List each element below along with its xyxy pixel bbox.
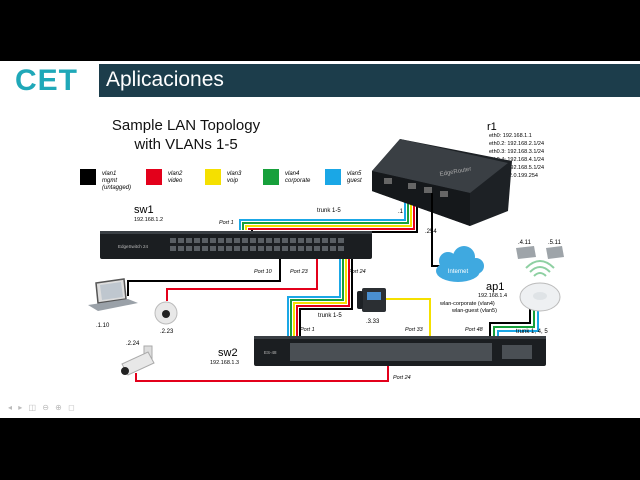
svg-text:EdgeRouter: EdgeRouter: [439, 166, 472, 177]
wifi-client-1-ip: .4.11: [518, 240, 532, 246]
r1-if2: eth0.3: 192.168.3.1/24: [489, 149, 544, 155]
cam2-ip: .2.24: [126, 341, 140, 347]
ap1-ssid2: wlan-guest (vlan5): [451, 308, 497, 314]
pc-ip: .1.10: [96, 323, 110, 329]
legend-vlan1-label: vlan1: [102, 171, 116, 177]
dome-camera-icon: [154, 301, 178, 325]
topology-diagram: Sample LAN Topology with VLANs 1-5 vlan1…: [80, 117, 564, 382]
slide: CET Aplicaciones Sample LAN Topology wit…: [0, 61, 640, 418]
wifi-client-2-icon: [546, 246, 564, 259]
logo-text: CET: [15, 64, 78, 97]
r1-router: EdgeRouter: [372, 139, 512, 226]
legend-vlan5-label: vlan5: [347, 171, 362, 177]
access-point-icon: [519, 282, 561, 312]
trunk-r1-sw1-label: trunk 1-5: [317, 208, 341, 214]
r1-port-label: .1: [398, 209, 404, 215]
ip-phone-icon: [357, 288, 386, 312]
cam2-cable: [135, 366, 389, 382]
wifi-client-2-ip: .5.11: [548, 240, 562, 246]
internet-label: Internet: [448, 269, 469, 275]
title-bar: [99, 64, 640, 97]
trunk-ap-cable: [489, 301, 539, 336]
trunk-ap-label: trunk 1, 4, 5: [516, 329, 548, 335]
pc-cable: [127, 259, 281, 296]
ap1-name: ap1: [486, 281, 504, 293]
phone-cable: [386, 298, 431, 336]
sw1-port24-label: Port 24: [348, 269, 366, 275]
r1-if1: eth0.2: 192.168.2.1/24: [489, 141, 544, 147]
wifi-client-1-icon: [516, 246, 536, 259]
vlan-legend: vlan1 mgmt (untagged) vlan2 video vlan3 …: [80, 169, 362, 191]
sw2-port33-label: Port 33: [405, 327, 424, 333]
svg-text:ES-48: ES-48: [264, 350, 277, 355]
sw1-name: sw1: [134, 204, 154, 216]
r1-if3: eth0.4: 192.168.4.1/24: [489, 157, 544, 163]
legend-swatch-vlan2: [146, 169, 162, 185]
legend-vlan4-desc: corporate: [285, 178, 311, 184]
legend-vlan2-label: vlan2: [168, 171, 183, 177]
legend-vlan3-desc: voip: [227, 178, 239, 184]
legend-swatch-vlan4: [263, 169, 279, 185]
wifi-icon: [525, 260, 555, 277]
diagram-heading-line1: Sample LAN Topology: [112, 117, 261, 134]
legend-swatch-vlan1: [80, 169, 96, 185]
legend-vlan3-label: vlan3: [227, 171, 242, 177]
r1-if5: eth1: 192.0.199.254: [489, 173, 538, 179]
sw2-name: sw2: [218, 347, 238, 359]
slide-controls[interactable]: ◂ ▸ ◫ ⊖ ⊕ ◻: [8, 403, 77, 412]
sw2-ip: 192.168.1.3: [210, 360, 239, 366]
sw1-switch: EdgeSwitch 24: [100, 231, 372, 259]
sw1-ip: 192.168.1.2: [134, 217, 163, 223]
internet-cloud-icon: [436, 246, 484, 282]
sw2-switch: ES-48: [254, 336, 546, 366]
ap1-ssid1: wlan-corporate (vlan4): [439, 301, 495, 307]
sw2-port48-label: Port 48: [465, 327, 484, 333]
legend-swatch-vlan3: [205, 169, 221, 185]
legend-vlan2-desc: video: [168, 178, 183, 184]
phone-ip: .3.33: [366, 319, 380, 325]
r1-wan-label: .254: [425, 229, 437, 235]
page-title: Aplicaciones: [106, 68, 224, 91]
ap1-ip: 192.168.1.4: [478, 293, 507, 299]
svg-text:EdgeSwitch 24: EdgeSwitch 24: [118, 244, 149, 249]
r1-if0: eth0: 192.168.1.1: [489, 133, 532, 139]
cet-logo: CET: [15, 66, 95, 96]
diagram-heading-line2: with VLANs 1-5: [133, 136, 237, 153]
bullet-camera-icon: [121, 345, 155, 376]
sw1-port23-label: Port 23: [290, 269, 309, 275]
sw2-port1-label: Port 1: [300, 327, 315, 333]
legend-vlan5-desc: guest: [347, 178, 362, 184]
sw2-port24-label: Port 24: [393, 375, 411, 381]
trunk-sw1-sw2-cable: [287, 259, 353, 336]
legend-vlan1-desc: mgmt: [102, 178, 117, 184]
cam1-cable: [166, 259, 318, 301]
trunk-sw1-sw2-label: trunk 1-5: [318, 313, 342, 319]
cam1-ip: .2.23: [160, 329, 174, 335]
sw1-port1-label: Port 1: [219, 220, 234, 226]
header-bar: CET Aplicaciones: [0, 61, 640, 99]
legend-vlan1-note: (untagged): [102, 185, 131, 191]
legend-swatch-vlan5: [325, 169, 341, 185]
laptop-icon: [88, 278, 138, 311]
r1-if4: eth0.5: 192.168.5.1/24: [489, 165, 544, 171]
legend-vlan4-label: vlan4: [285, 171, 300, 177]
sw1-port10-label: Port 10: [254, 269, 273, 275]
r1-name: r1: [487, 121, 497, 133]
